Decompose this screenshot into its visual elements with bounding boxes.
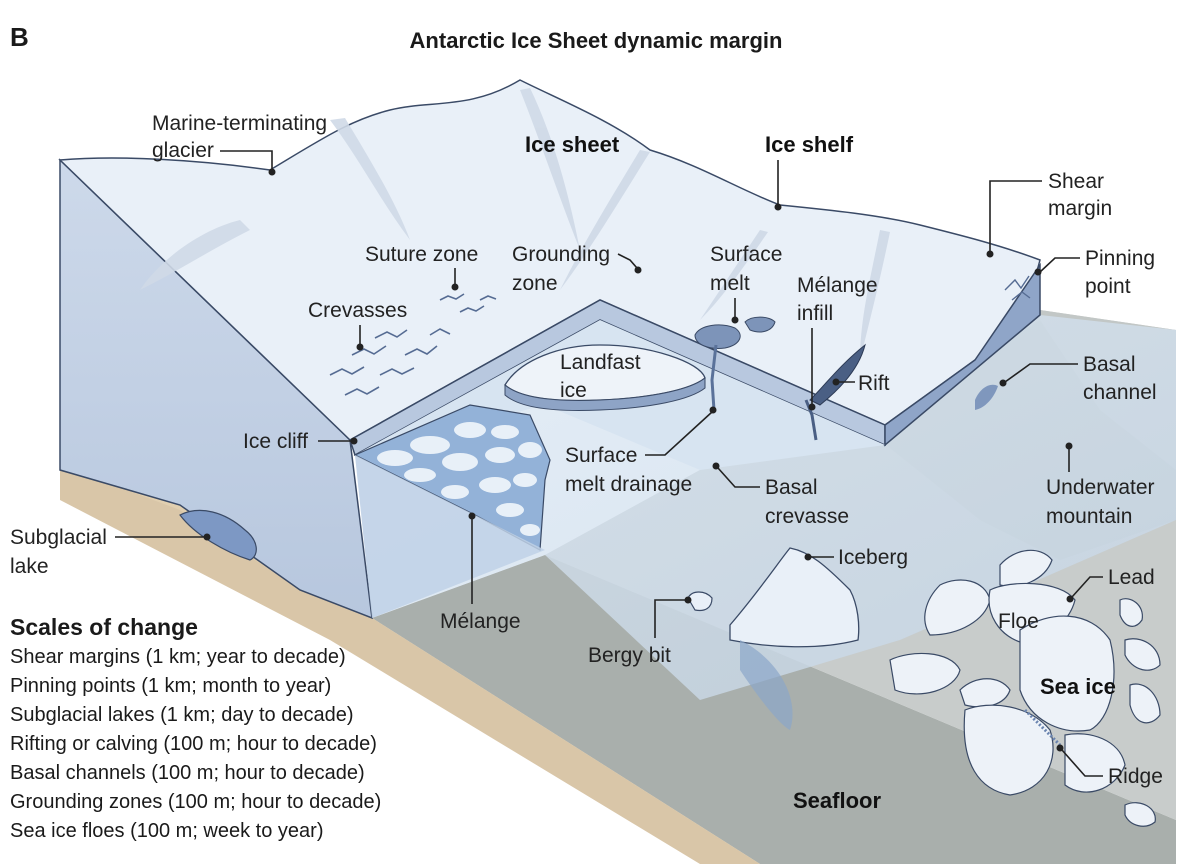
iceberg [729,547,860,730]
label-ridge: Ridge [1056,744,1163,788]
label-landfast-ice: Landfast ice [560,351,641,402]
scales-item: Pinning points (1 km; month to year) [10,675,332,697]
label-text: Subglacial [10,526,107,549]
label-text: mountain [1046,505,1132,528]
pinning-point-marks [1004,275,1031,301]
label-pinning-point: Pinning point [1034,247,1155,298]
label-text: melt drainage [565,473,692,496]
label-text: Mélange [797,274,878,297]
scales-of-change-panel: Scales of change Shear margins (1 km; ye… [10,614,450,846]
label-text: channel [1083,381,1157,404]
label-text: Bergy bit [588,644,671,667]
ridge-line [1023,708,1062,747]
label-text: Lead [1108,566,1155,589]
label-sea-ice: Sea ice [1040,674,1116,699]
label-text: infill [797,302,833,325]
diagram-title: Antarctic Ice Sheet dynamic margin [409,28,783,53]
rift-feature [809,343,866,406]
label-bergy-bit: Bergy bit [588,596,692,667]
label-surface-melt-drainage: Surface melt drainage [565,406,717,496]
label-text: point [1085,275,1131,298]
ice-shelf-right-face [884,262,1041,447]
surface-ridges [140,88,890,360]
label-seafloor: Seafloor [793,788,881,813]
label-suture-zone: Suture zone [365,243,478,291]
label-text: Surface [565,444,637,467]
melange-block [353,404,551,618]
sea-ice-floes [889,549,1161,827]
label-marine-terminating-glacier: Marine-terminating glacier [152,112,327,176]
scales-item: Rifting or calving (100 m; hour to decad… [10,733,377,755]
scales-heading: Scales of change [10,614,198,640]
surface-melt-drainage-channel [710,344,718,411]
crevasse-marks [329,293,497,396]
label-text: Pinning [1085,247,1155,270]
bergy-bit [687,591,713,612]
label-text: zone [512,272,558,295]
label-floe: Floe [998,610,1039,633]
label-text: Basal [765,476,818,499]
label-text: ice [560,379,587,402]
label-text: Suture zone [365,243,478,266]
bedrock-edge [60,470,760,864]
label-text: Ice shelf [765,132,854,157]
label-surface-melt: Surface melt [710,243,782,324]
melange-infill-feature [804,399,818,441]
scales-item: Grounding zones (100 m; hour to decade) [10,791,382,813]
label-ice-shelf: Ice shelf [765,132,854,211]
surface-melt-ponds [694,316,776,349]
label-text: lake [10,555,49,578]
label-text: Surface [710,243,782,266]
label-text: Landfast [560,351,641,374]
label-rift: Rift [832,372,890,395]
label-ice-cliff: Ice cliff [243,430,358,453]
label-text: Ridge [1108,765,1163,788]
landfast-ice [504,344,706,411]
label-text: Shear [1048,170,1104,193]
label-text: Ice cliff [243,430,308,453]
label-text: Floe [998,610,1039,633]
label-basal-channel: Basal channel [999,353,1157,404]
label-text: Basal [1083,353,1136,376]
label-text: Marine-terminating [152,112,327,135]
label-text: Seafloor [793,788,881,813]
label-basal-crevasse: Basal crevasse [712,462,849,528]
label-ice-sheet: Ice sheet [525,132,620,157]
label-melange: Mélange [440,512,521,633]
ice-sheet-top-surface [58,79,1041,441]
panel-letter: B [10,22,29,52]
label-iceberg: Iceberg [804,546,908,569]
label-lead: Lead [1066,566,1155,603]
label-text: Sea ice [1040,674,1116,699]
label-grounding-zone: Grounding zone [512,243,642,295]
label-text: Underwater [1046,476,1155,499]
basal-channel-feature [975,384,998,410]
label-text: Ice sheet [525,132,620,157]
label-text: crevasse [765,505,849,528]
label-subglacial-lake: Subglacial lake [10,526,211,578]
melange-front [355,455,545,618]
scales-item: Basal channels (100 m; hour to decade) [10,762,365,784]
label-text: Mélange [440,610,521,633]
scales-item: Shear margins (1 km; year to decade) [10,646,346,668]
label-text: Iceberg [838,546,908,569]
label-text: Rift [858,372,890,395]
scales-item: Sea ice floes (100 m; week to year) [10,820,324,842]
label-text: Crevasses [308,299,407,322]
label-text: glacier [152,139,214,162]
label-crevasses: Crevasses [308,299,407,351]
scales-list: Shear margins (1 km; year to decade) Pin… [10,643,450,846]
label-text: melt [710,272,750,295]
label-shear-margin: Shear margin [986,170,1112,258]
label-text: margin [1048,197,1112,220]
label-melange-infill: Mélange infill [797,274,878,411]
label-text: Grounding [512,243,610,266]
scales-item: Subglacial lakes (1 km; day to decade) [10,704,354,726]
label-underwater-mountain: Underwater mountain [1046,442,1155,528]
